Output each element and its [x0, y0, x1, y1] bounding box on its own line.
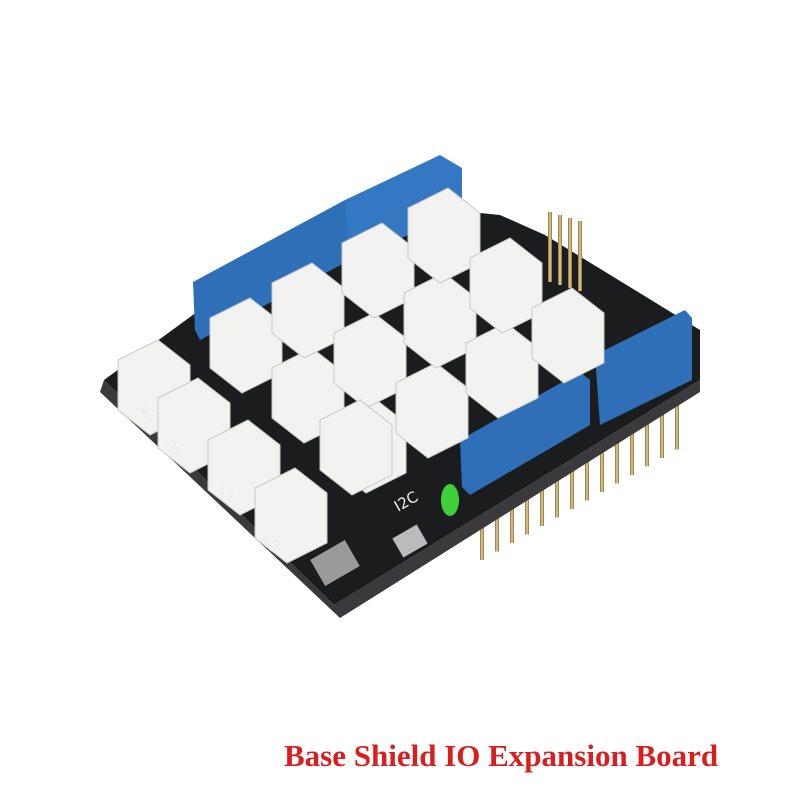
- power-switch: [310, 540, 360, 586]
- reset-button: [392, 524, 428, 558]
- blue-header-top-left: [193, 200, 350, 340]
- header-pin: [630, 405, 634, 475]
- product-caption: Base Shield IO Expansion Board: [284, 738, 719, 773]
- green-led: [441, 484, 459, 516]
- header-pin: [600, 422, 604, 492]
- header-pin: [585, 430, 589, 501]
- header-pin: [645, 396, 649, 467]
- header-pin: [615, 413, 619, 484]
- grove-connector-i2c: [319, 399, 393, 496]
- grove-connector-analog: [254, 467, 328, 564]
- header-pin: [675, 379, 679, 450]
- header-pin: [555, 447, 559, 518]
- grove-connectors: [117, 187, 605, 564]
- blue-header-bottom: [460, 372, 590, 495]
- icsp-pins: [548, 212, 582, 291]
- header-pin: [570, 439, 574, 509]
- header-pin: [660, 388, 664, 458]
- blue-header-right: [595, 310, 692, 425]
